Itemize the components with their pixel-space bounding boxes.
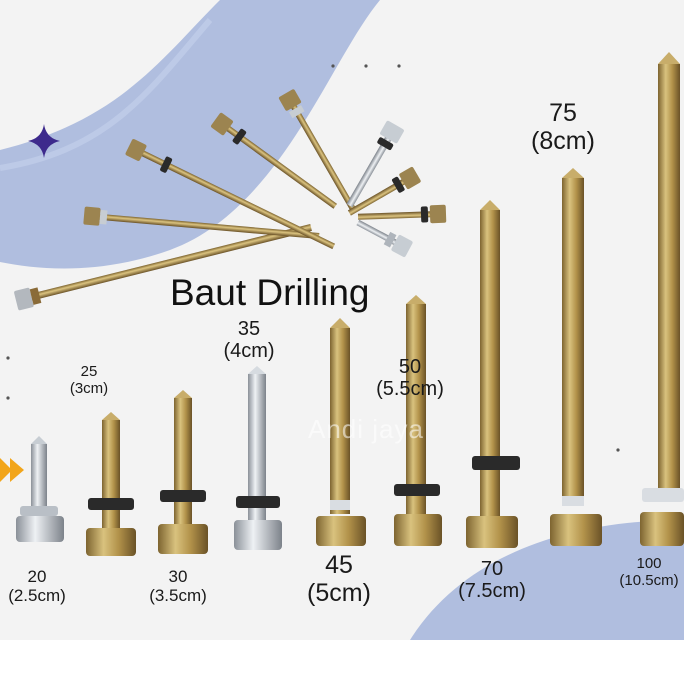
screw-20 (16, 436, 64, 542)
size-label-70: 70 (7.5cm) (446, 558, 538, 602)
size-value: 100 (636, 556, 662, 572)
size-length: (2.5cm) (8, 585, 66, 605)
size-length: (8cm) (531, 126, 595, 155)
watermark: Andi jaya (308, 414, 424, 444)
size-value: 35 (237, 318, 261, 340)
size-label-30: 30 (3.5cm) (136, 567, 220, 605)
size-label-20: 20 (2.5cm) (0, 567, 74, 605)
size-value: 25 (80, 363, 98, 380)
size-label-35: 35 (4cm) (210, 318, 288, 362)
screw-35 (234, 366, 282, 550)
size-value: 45 (325, 551, 353, 579)
size-length: (5.5cm) (376, 378, 444, 400)
screw-30 (158, 390, 208, 554)
sparkle-icon (28, 124, 60, 158)
screw-75 (550, 168, 602, 546)
size-value: 50 (398, 356, 422, 378)
size-value: 20 (27, 567, 47, 586)
screw-45 (316, 318, 366, 546)
screw-25 (86, 412, 136, 556)
size-length: (3.5cm) (149, 585, 207, 605)
blue-arc-top (0, 0, 380, 269)
size-value: 70 (480, 558, 504, 580)
size-length: (4cm) (223, 340, 275, 362)
size-label-100: 100 (10.5cm) (614, 556, 684, 589)
blue-arc-top-inner (0, 18, 213, 171)
size-length: (10.5cm) (619, 571, 679, 589)
blue-arc-bottom (410, 520, 684, 640)
size-label-45: 45 (5cm) (296, 551, 382, 607)
size-label-25: 25 (3cm) (62, 363, 116, 397)
size-length: (3cm) (69, 379, 109, 397)
arrow-icon (0, 458, 24, 482)
size-value: 75 (549, 99, 577, 127)
standing-screws (16, 52, 684, 556)
fanned-screws (14, 89, 447, 311)
screw-70 (466, 200, 520, 548)
screw-100 (640, 52, 684, 546)
size-value: 30 (168, 567, 188, 586)
product-title: Baut Drilling (170, 272, 370, 313)
size-length: (5cm) (307, 578, 371, 607)
screw-50 (394, 295, 442, 546)
size-label-75: 75 (8cm) (522, 99, 604, 155)
size-length: (7.5cm) (458, 580, 526, 602)
bottom-bar (0, 640, 684, 684)
size-label-50: 50 (5.5cm) (364, 356, 456, 400)
